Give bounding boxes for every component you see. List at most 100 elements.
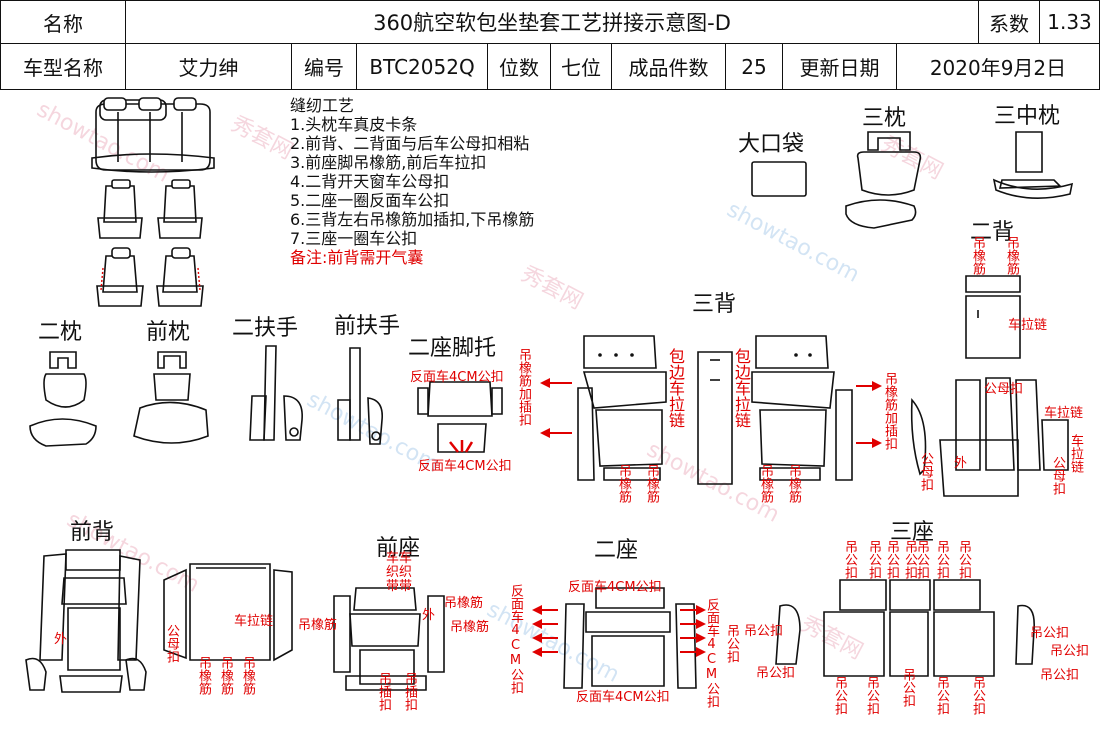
front-headrest-shape xyxy=(133,351,209,444)
annotation: 车拉链 xyxy=(234,614,274,629)
part-label-second-headrest: 二枕 xyxy=(38,320,83,345)
third-mid-headrest-shape xyxy=(992,131,1074,199)
third-back-shape xyxy=(577,335,853,485)
annotation: 反面车4CM公扣 xyxy=(576,690,670,705)
annotation: 吊橡筋加插扣 xyxy=(882,372,897,450)
annotation: 吊公扣 xyxy=(956,540,971,579)
part-label-front-seat: 前座 xyxy=(376,536,421,561)
rear-bench-illustration xyxy=(91,97,215,173)
annotation: 公母扣 xyxy=(1050,456,1065,495)
annotation: 吊公扣 xyxy=(914,540,929,579)
annotation: 吊橡筋 xyxy=(786,464,801,503)
part-label-big-pocket: 大口袋 xyxy=(738,132,805,157)
annotation: 吊公扣 xyxy=(842,540,857,579)
annotation: 吊橡筋加插扣 xyxy=(516,348,531,426)
annotation: 吊公扣 xyxy=(970,676,985,715)
annotation: 吊橡筋 xyxy=(450,620,490,635)
annotation: 吊橡筋 xyxy=(444,596,484,611)
annotation: 吊橡筋 xyxy=(218,656,233,695)
process-step: 2.前背、二背面与后车公母扣相粘 xyxy=(290,134,530,153)
annotation: 吊公扣 xyxy=(934,676,949,715)
annotation: 车拉链 xyxy=(1008,318,1048,333)
annotation: 吊橡筋 xyxy=(298,618,338,633)
second-seat-shape xyxy=(563,587,697,689)
part-label-front-armrest: 前扶手 xyxy=(334,314,401,339)
annotation: 吊橡筋 xyxy=(1004,236,1019,275)
coef-label: 系数 xyxy=(978,0,1040,44)
date-label: 更新日期 xyxy=(782,43,897,90)
annotation: 吊公扣 xyxy=(934,540,949,579)
annotation: 外 xyxy=(54,632,68,647)
process-step: 7.三座一圈车公扣 xyxy=(290,229,418,248)
annotation: 吊公扣 xyxy=(900,668,915,707)
date-value: 2020年9月2日 xyxy=(896,43,1100,90)
part-label-second-seat: 二座 xyxy=(594,538,639,563)
annotation: 公母扣 xyxy=(918,452,933,491)
direction-arrows xyxy=(532,378,882,657)
coef-value: 1.33 xyxy=(1039,0,1100,44)
model-value: 艾力绅 xyxy=(125,43,292,90)
name-label: 名称 xyxy=(0,0,126,44)
process-note: 备注:前背需开气囊 xyxy=(290,248,424,267)
part-label-second-footrest: 二座脚托 xyxy=(408,336,497,361)
annotation: 吊公扣 xyxy=(1030,626,1070,641)
annotation: 吊橡筋 xyxy=(196,656,211,695)
annotation: 吊公扣 xyxy=(902,540,917,579)
annotation: 反面车4CM公扣 xyxy=(410,370,504,385)
part-label-third-headrest: 三枕 xyxy=(862,106,907,131)
part-label-front-headrest: 前枕 xyxy=(146,320,191,345)
code-label: 编号 xyxy=(291,43,357,90)
annotation: 反面车4CM公扣 xyxy=(704,598,719,708)
annotation: 车拉链 xyxy=(1044,406,1084,421)
third-headrest-shape xyxy=(845,131,922,229)
front-chairs-illustration xyxy=(96,247,204,307)
annotation: 吊公扣 xyxy=(832,676,847,715)
annotation: 外 xyxy=(422,608,436,623)
annotation: 吊公扣 xyxy=(864,676,879,715)
annotation: 吊公扣 xyxy=(756,666,796,681)
process-step: 4.二背开天窗车公母扣 xyxy=(290,172,450,191)
annotation: 吊公扣 xyxy=(724,624,739,663)
second-armrest-shape xyxy=(249,345,303,441)
front-armrest-shape xyxy=(337,347,384,445)
part-label-third-mid-headrest: 三中枕 xyxy=(994,104,1061,129)
seat-value: 七位 xyxy=(550,43,612,90)
code-value: BTC2052Q xyxy=(356,43,488,90)
annotation: 反面车4CM公扣 xyxy=(418,459,512,474)
second-headrest-shape xyxy=(29,351,97,447)
annotation: 吊公扣 xyxy=(1040,668,1080,683)
third-seat-shape xyxy=(775,579,1035,677)
process-step: 3.前座脚吊橡筋,前后车拉扣 xyxy=(290,153,487,172)
annotation: 包边车拉链 xyxy=(732,348,751,428)
second-back-shape xyxy=(910,275,1069,497)
annotation: 车拉链 xyxy=(1068,434,1083,473)
big-pocket-shape xyxy=(751,161,807,197)
annotation: 外 xyxy=(954,456,968,471)
annotation: 吊橡筋 xyxy=(758,464,773,503)
annotation: 吊橡筋 xyxy=(644,464,659,503)
second-footrest-shape xyxy=(417,381,503,453)
annotation: 吊插扣 xyxy=(376,672,391,711)
process-step: 5.二座一圈反面车公扣 xyxy=(290,191,450,210)
process-step: 1.头枕车真皮卡条 xyxy=(290,115,418,134)
part-label-second-armrest: 二扶手 xyxy=(232,316,299,341)
annotation: 反面车4CM公扣 xyxy=(508,584,523,694)
annotation: 车车织织带带 xyxy=(385,551,412,594)
model-label: 车型名称 xyxy=(0,43,126,90)
process-title: 缝纫工艺 xyxy=(290,96,355,115)
annotation: 公母扣 xyxy=(984,382,1024,397)
seat-label: 位数 xyxy=(487,43,551,90)
annotation: 吊公扣 xyxy=(1050,644,1090,659)
part-label-front-back: 前背 xyxy=(70,520,115,545)
annotation: 吊公扣 xyxy=(884,540,899,579)
annotation: 吊插扣 xyxy=(402,672,417,711)
annotation: 包边车拉链 xyxy=(666,348,685,428)
process-step: 6.三背左右吊橡筋加插扣,下吊橡筋 xyxy=(290,210,535,229)
annotation: 吊公扣 xyxy=(866,540,881,579)
annotation: 公母扣 xyxy=(164,624,179,663)
process-list: 缝纫工艺 1.头枕车真皮卡条 2.前背、二背面与后车公母扣相粘 3.前座脚吊橡筋… xyxy=(290,96,534,267)
part-label-second-back: 二背 xyxy=(970,220,1015,245)
front-back-shape xyxy=(25,549,293,693)
